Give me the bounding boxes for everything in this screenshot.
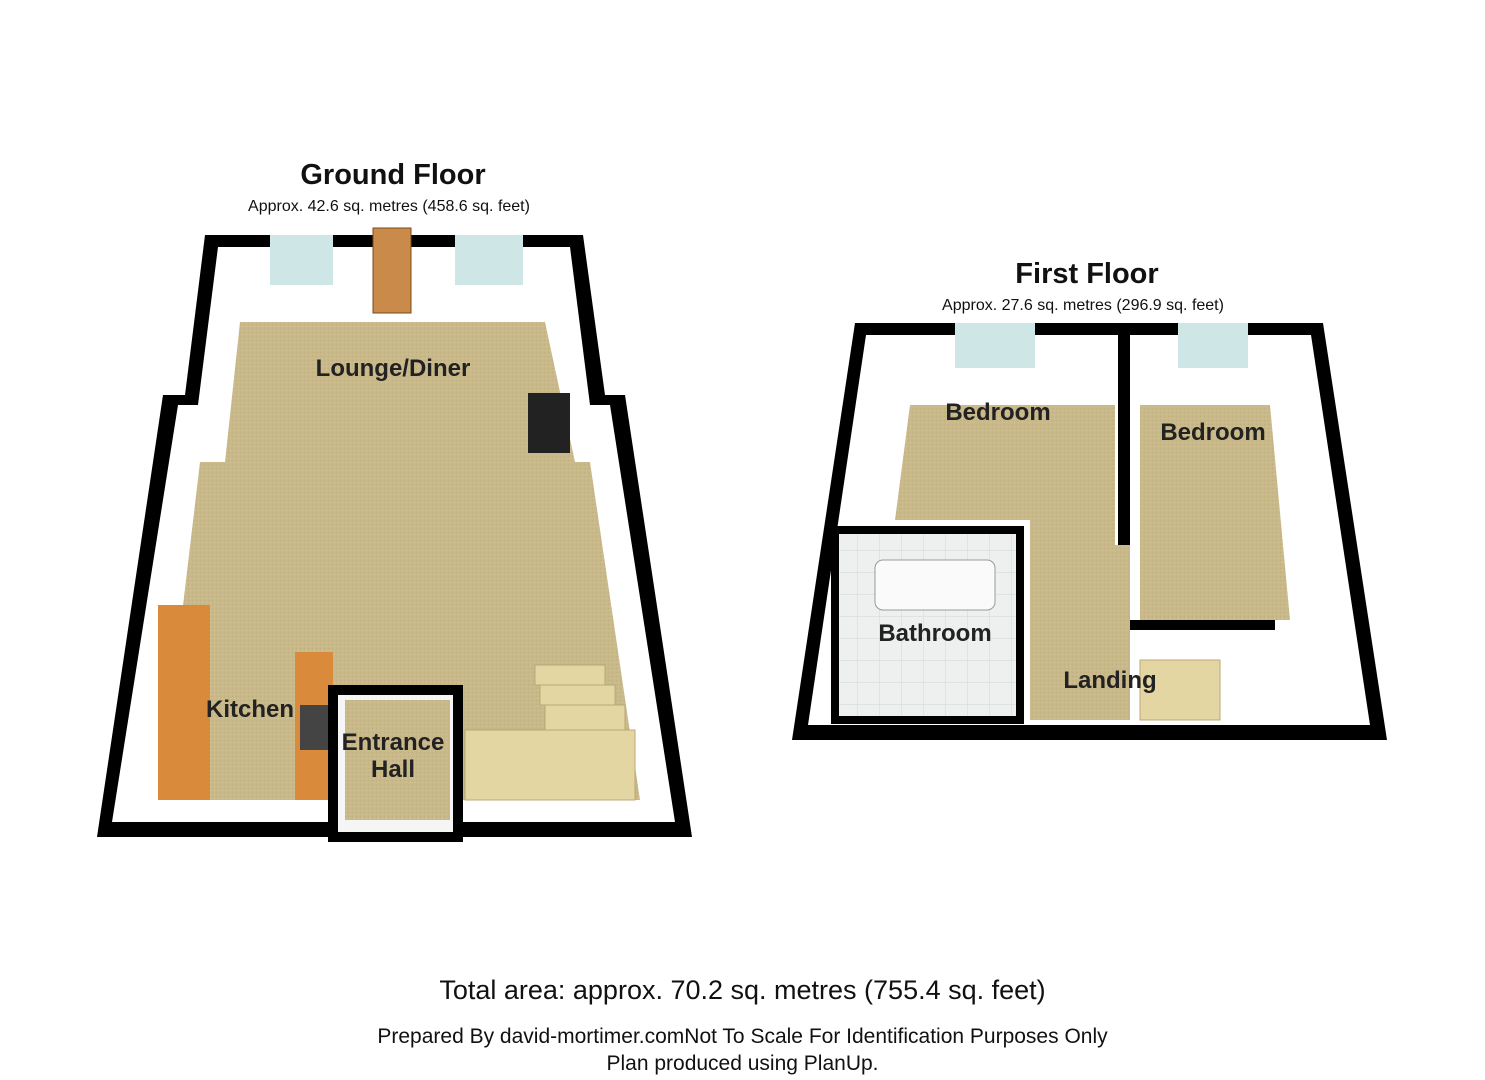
- window: [455, 235, 523, 285]
- room-label-bedroom-1: Bedroom: [945, 399, 1050, 426]
- front-door: [372, 227, 412, 314]
- room-label-bathroom: Bathroom: [878, 620, 991, 647]
- room-label-bedroom-2: Bedroom: [1160, 419, 1265, 446]
- room-label-entrance: Entrance: [342, 729, 445, 756]
- window: [1178, 323, 1248, 368]
- ground-floor-plan: Ground Floor Approx. 42.6 sq. metres (45…: [97, 159, 692, 842]
- room-label-hall: Hall: [371, 756, 415, 783]
- bedroom-2-floor: [1140, 405, 1290, 620]
- entrance-hall-floor: [345, 700, 450, 820]
- first-floor-area: Approx. 27.6 sq. metres (296.9 sq. feet): [942, 297, 1224, 314]
- hob: [300, 705, 330, 750]
- ground-floor-floor: [160, 322, 640, 800]
- window: [270, 235, 333, 285]
- first-floor-title: First Floor: [1015, 258, 1158, 290]
- room-label-lounge-diner: Lounge/Diner: [316, 355, 471, 382]
- room-label-landing: Landing: [1063, 667, 1156, 694]
- room-label-kitchen: Kitchen: [206, 696, 294, 723]
- fireplace: [528, 393, 570, 453]
- kitchen-worktop-left: [158, 605, 210, 800]
- ground-floor-area: Approx. 42.6 sq. metres (458.6 sq. feet): [248, 198, 530, 215]
- bath: [874, 559, 996, 611]
- window: [955, 323, 1035, 368]
- prepared-by: Prepared By david-mortimer.comNot To Sca…: [377, 1025, 1108, 1048]
- internal-wall: [1125, 620, 1275, 630]
- total-area: Total area: approx. 70.2 sq. metres (755…: [439, 975, 1046, 1005]
- first-floor-plan: First Floor Approx. 27.6 sq. metres (296…: [792, 258, 1387, 740]
- bedroom-1-floor: [895, 405, 1115, 545]
- landing-floor: [1030, 545, 1130, 720]
- staircase: [464, 664, 636, 801]
- first-floor-staircase: [1139, 659, 1221, 721]
- ground-floor-title: Ground Floor: [300, 159, 485, 191]
- internal-wall: [1118, 335, 1130, 550]
- plan-produced: Plan produced using PlanUp.: [606, 1052, 879, 1075]
